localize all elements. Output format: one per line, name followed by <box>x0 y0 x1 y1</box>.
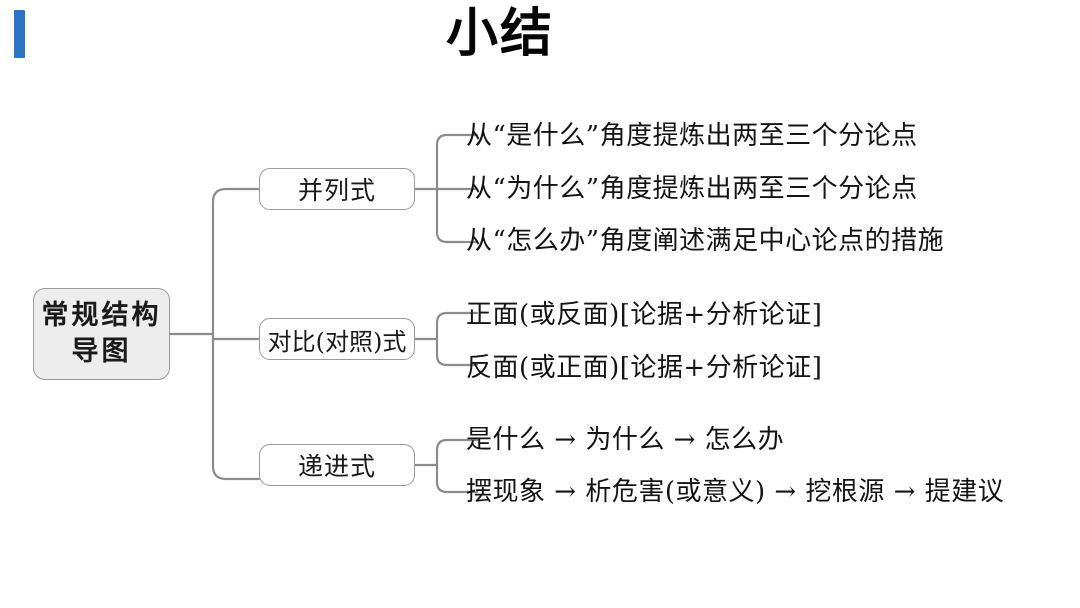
leaf-text: 是什么 → 为什么 → 怎么办 <box>466 425 785 455</box>
leaf-text: 从“为什么”角度提炼出两至三个分论点 <box>466 174 918 204</box>
branch-node-progressive[interactable]: 递进式 <box>259 444 415 486</box>
trunk-lower <box>211 320 261 481</box>
page-title: 小结 <box>445 4 554 64</box>
trunk-upper <box>211 187 261 324</box>
leaf-text: 从“怎么办”角度阐述满足中心论点的措施 <box>466 226 945 256</box>
title-accent-bar <box>14 10 25 58</box>
leaf-text: 从“是什么”角度提炼出两至三个分论点 <box>466 121 918 151</box>
leaf-text: 摆现象 → 析危害(或意义) → 挖根源 → 提建议 <box>466 477 1005 507</box>
branch-node-contrast[interactable]: 对比(对照)式 <box>259 318 415 360</box>
leaf-text: 正面(或反面)[论据+分析论证] <box>466 300 823 330</box>
root-node[interactable]: 常规结构导图 <box>33 288 170 380</box>
leaf-text: 反面(或正面)[论据+分析论证] <box>466 353 823 383</box>
branch-node-parallel[interactable]: 并列式 <box>259 168 415 210</box>
